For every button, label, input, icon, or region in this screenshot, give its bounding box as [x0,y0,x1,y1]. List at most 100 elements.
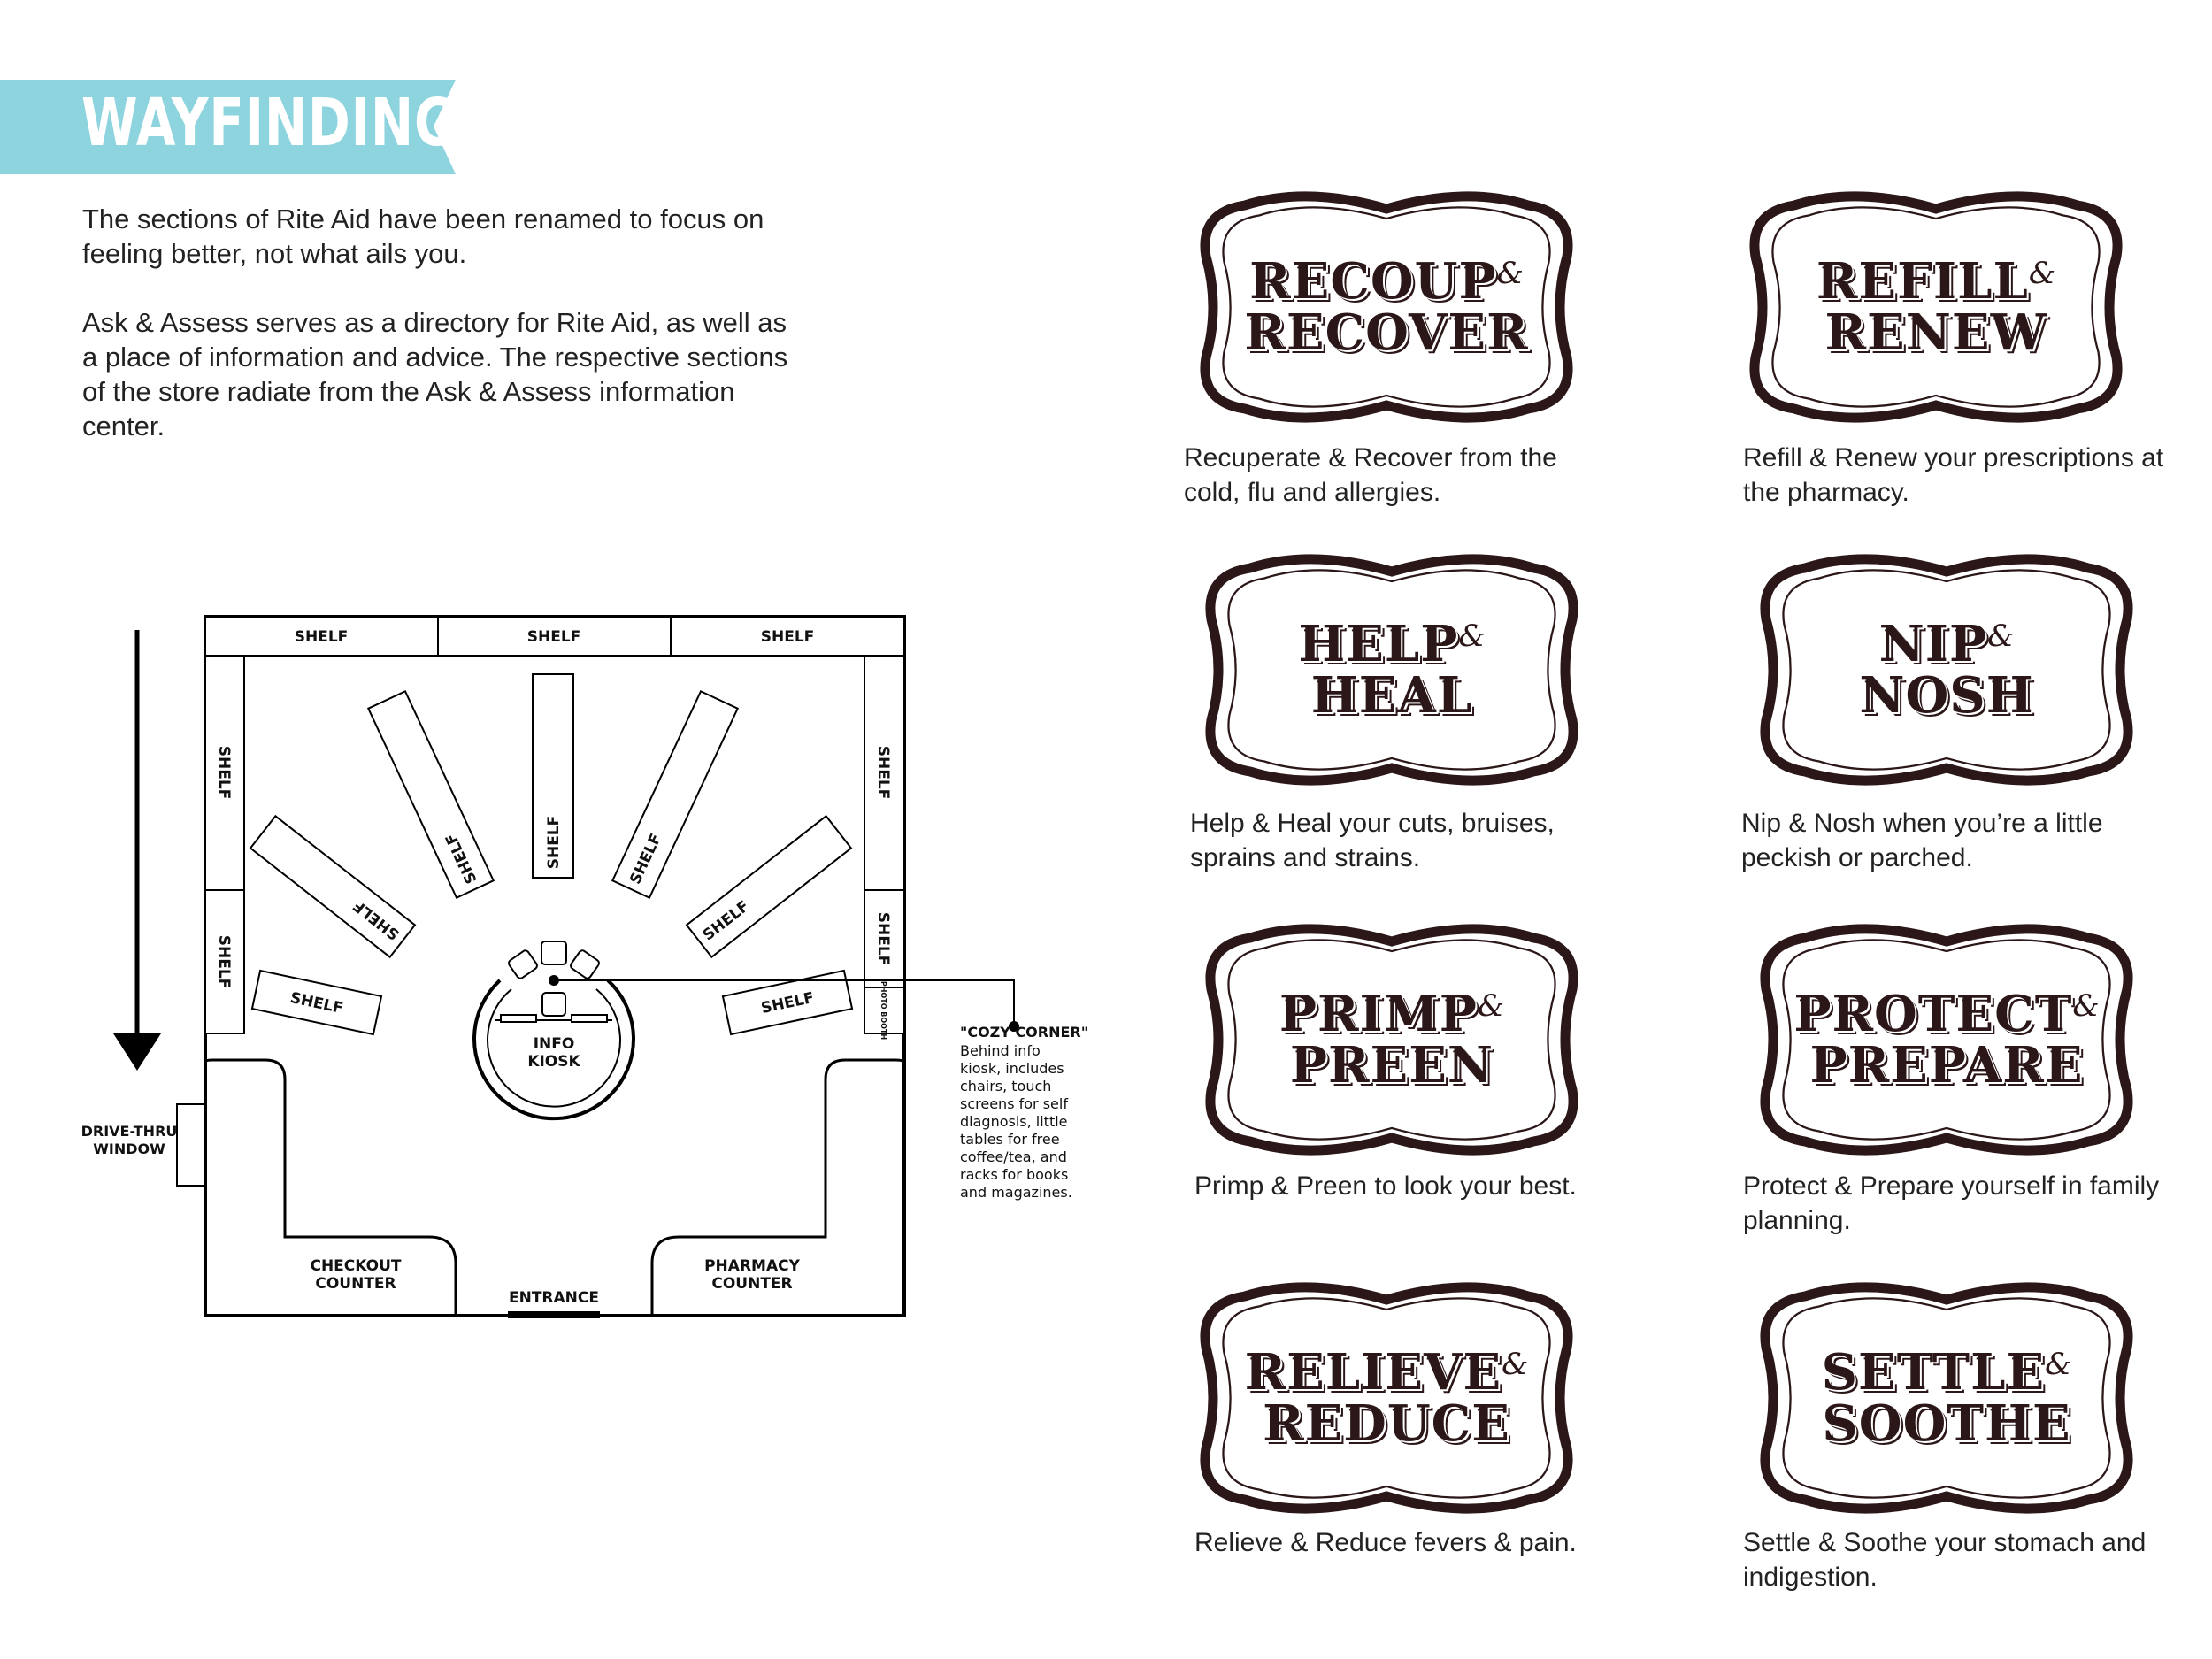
section-sign: HELP&HEAL [1197,550,1586,789]
sign-words: RELIEVE& REDUCE [1192,1279,1581,1517]
cozy-corner-text: chairs, touch [960,1078,1051,1094]
pharmacy-counter: PHARMACY COUNTER [650,1058,906,1316]
banner-ribbon-shape [0,80,456,174]
sign-frame-icon [1205,924,1578,1156]
cozy-corner-text: screens for self [960,1095,1068,1112]
section-sign: SETTLE&SOOTHE [1752,1279,2141,1517]
cozy-corner-callout: "COZY CORNER" Behind info kiosk, include… [554,979,1088,1201]
page-title: WAYFINDING [81,85,457,161]
cozy-corner-text: diagnosis, little [960,1113,1068,1130]
sign-word-1: PROTECT [1793,985,2073,1043]
section-sign: NIP&NOSH [1752,550,2141,789]
sign-word-2: RECOVER [1244,303,1529,362]
drive-thru-window: DRIVE-THRU WINDOW [81,1103,206,1187]
sign-frame-icon [1200,191,1573,423]
section-sign: PRIMP&PREEN [1197,920,1586,1159]
sign-word-2: NOSH [1859,666,2034,725]
checkout-label: CHECKOUT [310,1257,401,1275]
section-sign: PROTECT&PREPARE [1752,920,2141,1159]
sign-words: REFILL&RENEW [1741,188,2131,426]
sign-word-2: PREEN [1289,1036,1494,1094]
ampersand: & [2028,256,2056,291]
sign-word-2: HEAL [1310,666,1473,725]
sign-description: Recuperate & Recover from the cold, flu … [1184,443,1557,507]
sign-frame-icon [1760,554,2133,786]
sign-frame-icon [1200,1282,1573,1514]
right-shelves: SHELF SHELF PHOTO BOOTH [864,655,905,1040]
cozy-corner-text: racks for books [960,1166,1068,1183]
sign-description: Settle & Soothe your stomach and indiges… [1743,1528,2147,1592]
sign-word-1: SETTLE [1821,1343,2046,1402]
entrance-label: ENTRANCE [509,1289,599,1307]
chair-icon [508,941,600,1017]
sign-word-1: RELIEVE [1244,1343,1502,1402]
sign-description: Refill & Renew your prescriptions at the… [1743,443,2164,507]
sign-word-1: NIP [1878,615,1988,673]
section-sign: REFILL&RENEW [1741,188,2131,426]
store-floor-plan: SHELF SHELF SHELF SHELF SHELF SHELF SHEL… [81,615,1088,1318]
ampersand: & [1458,618,1486,654]
sign-line-1: REFILL& [1816,256,2055,307]
shelf-label: SHELF [215,935,233,989]
sign-word-2: SOOTHE [1822,1394,2071,1453]
ampersand: & [2072,988,2100,1024]
cozy-corner-text: kiosk, includes [960,1060,1064,1077]
sign-word-1: REFILL [1816,252,2029,311]
sign-description: Nip & Nosh when you’re a little peckish … [1741,809,2103,872]
ampersand: & [1502,1347,1529,1382]
drive-thru-label: WINDOW [93,1141,165,1157]
intro-text: The sections of Rite Aid have been renam… [82,202,790,478]
shelf-label: SHELF [215,746,233,800]
sign-description: Protect & Prepare yourself in family pla… [1743,1171,2160,1235]
ampersand: & [1987,618,2015,654]
cozy-corner-text: and magazines. [960,1184,1072,1201]
sign-frame-icon [1205,554,1578,786]
sign-words: PROTECT&PREPARE [1752,920,2141,1159]
section-sign: RELIEVE& REDUCE [1192,1279,1581,1517]
entrance: ENTRANCE [508,1289,600,1318]
checkout-label: COUNTER [315,1275,396,1293]
sign-word-2: PREPARE [1809,1036,2084,1094]
info-kiosk-label: INFO [534,1035,575,1053]
sign-line-1: SETTLE& [1822,1347,2072,1398]
shelf-label: SHELF [874,912,892,966]
sign-word-1: RECOUP [1249,252,1497,311]
sign-words: SETTLE&SOOTHE [1752,1279,2141,1517]
intro-paragraph-2: Ask & Assess serves as a directory for R… [82,307,788,442]
photo-booth-label: PHOTO BOOTH [879,981,887,1040]
ampersand: & [1496,256,1524,291]
shelf-label: SHELF [527,628,581,646]
sign-words: PRIMP&PREEN [1197,920,1586,1159]
sign-words: RECOUP& RECOVER [1192,188,1581,426]
sign-word-1: PRIMP [1279,985,1478,1043]
drive-thru-label: DRIVE-THRU [81,1123,178,1140]
top-shelves: SHELF SHELF SHELF [204,616,905,657]
radiating-shelves: SHELF SHELF SHELF SHELF SHELF SHELF SHEL… [249,673,854,1036]
pharmacy-label: COUNTER [711,1275,792,1293]
pharmacy-label: PHARMACY [704,1257,800,1275]
sign-frame-icon [1760,924,2133,1156]
shelf-label: SHELF [761,628,815,646]
info-kiosk: INFO KIOSK [472,941,635,1121]
ampersand: & [1477,988,1505,1024]
sign-description: Relieve & Reduce fevers & pain. [1194,1528,1577,1557]
sign-line-1: PRIMP& [1279,988,1504,1040]
sign-description: Help & Heal your cuts, bruises, sprains … [1190,809,1555,872]
sign-words: NIP&NOSH [1752,550,2141,789]
checkout-counter: CHECKOUT COUNTER [204,1058,457,1316]
sign-words: HELP&HEAL [1197,550,1586,789]
sign-line-1: PROTECT& [1793,988,2099,1040]
intro-paragraph-1: The sections of Rite Aid have been renam… [82,204,764,269]
cozy-corner-text: coffee/tea, and [960,1148,1067,1165]
sign-line-1: NIP& [1879,618,2015,670]
sign-description: Primp & Preen to look your best. [1194,1171,1577,1201]
sign-frame-icon [1749,191,2123,423]
left-shelves: SHELF SHELF [204,655,245,1034]
ampersand: & [2045,1347,2072,1382]
shelf-label: SHELF [295,628,349,646]
shelf-label: SHELF [545,816,563,870]
cozy-corner-text: tables for free [960,1131,1060,1148]
sign-frame-icon [1760,1282,2133,1514]
sign-word-2: REDUCE [1263,1394,1510,1453]
section-sign: RECOUP& RECOVER [1192,188,1581,426]
